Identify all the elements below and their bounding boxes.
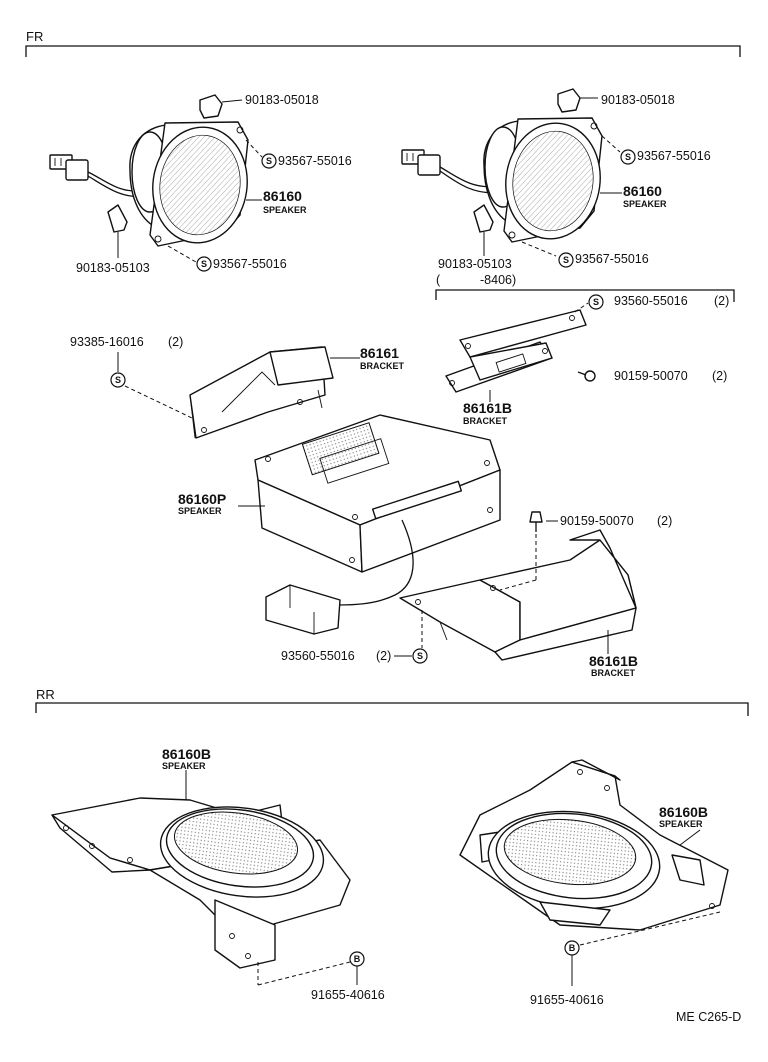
fr-right-speaker-drawing bbox=[401, 88, 603, 243]
date-note: -8406) bbox=[480, 273, 516, 287]
bracket-86161-screw-qty: (2) bbox=[168, 335, 183, 349]
box-speaker-part-number: 86160P bbox=[178, 491, 226, 507]
fr-left-speaker-drawing bbox=[49, 94, 249, 247]
svg-text:S: S bbox=[417, 651, 423, 661]
screw-symbol: S bbox=[588, 294, 604, 310]
fr-left-clip-top-part-number: 90183-05018 bbox=[245, 93, 319, 107]
fr-left-screw-upper-part-number: 93567-55016 bbox=[278, 154, 352, 168]
bracket-86161b-upper-bolt-part-number: 90159-50070 bbox=[614, 369, 688, 383]
rr-left-speaker-label: SPEAKER bbox=[162, 761, 206, 771]
date-note-bracket bbox=[435, 289, 735, 302]
bracket-86161b-lower-screw-part-number: 93560-55016 bbox=[281, 649, 355, 663]
screw-symbol: S bbox=[261, 153, 277, 169]
rr-left-speaker-drawing bbox=[51, 797, 351, 969]
bracket-86161b-upper-screw-part-number: 93560-55016 bbox=[614, 294, 688, 308]
rr-right-speaker-drawing bbox=[459, 759, 729, 931]
section-bracket-rr bbox=[35, 702, 749, 716]
screw-symbol: S bbox=[196, 256, 212, 272]
screw-symbol: S bbox=[110, 372, 126, 388]
box-speaker-86160p-drawing bbox=[254, 414, 501, 635]
section-label-rr: RR bbox=[36, 687, 55, 702]
section-bracket-fr bbox=[25, 45, 741, 57]
bracket-86161-part-number: 86161 bbox=[360, 345, 399, 361]
fr-left-speaker-label: SPEAKER bbox=[263, 205, 307, 215]
svg-text:S: S bbox=[115, 375, 121, 385]
rr-right-speaker-label: SPEAKER bbox=[659, 819, 703, 829]
rr-right-bolt-part-number: 91655-40616 bbox=[530, 993, 604, 1007]
fr-right-screw-upper-part-number: 93567-55016 bbox=[637, 149, 711, 163]
rr-left-speaker-part-number: 86160B bbox=[162, 746, 211, 762]
rr-right-speaker-part-number: 86160B bbox=[659, 804, 708, 820]
fr-right-speaker-label: SPEAKER bbox=[623, 199, 667, 209]
bracket-86161b-lower-label: BRACKET bbox=[591, 668, 636, 678]
fr-right-clip-bottom-part-number: 90183-05103 bbox=[438, 257, 512, 271]
figure-code: ME C265-D bbox=[676, 1010, 741, 1024]
bolt-symbol: B bbox=[564, 940, 580, 956]
bracket-86161b-upper-part-number: 86161B bbox=[463, 400, 512, 416]
fr-left-speaker-part-number: 86160 bbox=[263, 188, 302, 204]
fr-right-clip-top-part-number: 90183-05018 bbox=[601, 93, 675, 107]
box-speaker-label: SPEAKER bbox=[178, 506, 222, 516]
svg-text:B: B bbox=[569, 943, 576, 953]
screw-symbol: S bbox=[620, 149, 636, 165]
fr-right-speaker-part-number: 86160 bbox=[623, 183, 662, 199]
bracket-86161b-lower-screw-qty: (2) bbox=[376, 649, 391, 663]
bracket-86161b-upper-drawing bbox=[445, 309, 596, 393]
bracket-86161b-upper-label: BRACKET bbox=[463, 416, 508, 426]
bracket-86161b-upper-screw-qty: (2) bbox=[714, 294, 729, 308]
bracket-86161b-lower-bolt-part-number: 90159-50070 bbox=[560, 514, 634, 528]
svg-text:S: S bbox=[563, 255, 569, 265]
bracket-86161-label: BRACKET bbox=[360, 361, 405, 371]
bracket-86161b-lower-bolt-qty: (2) bbox=[657, 514, 672, 528]
screw-symbol: S bbox=[412, 648, 428, 664]
bracket-86161-screw-part-number: 93385-16016 bbox=[70, 335, 144, 349]
svg-text:S: S bbox=[266, 156, 272, 166]
fr-right-screw-lower-part-number: 93567-55016 bbox=[575, 252, 649, 266]
bracket-86161-drawing bbox=[189, 346, 334, 439]
svg-text:B: B bbox=[354, 954, 361, 964]
bracket-86161b-lower-part-number: 86161B bbox=[589, 653, 638, 669]
section-label-fr: FR bbox=[26, 29, 43, 44]
svg-text:S: S bbox=[201, 259, 207, 269]
bracket-86161b-upper-bolt-qty: (2) bbox=[712, 369, 727, 383]
fr-left-clip-bottom-part-number: 90183-05103 bbox=[76, 261, 150, 275]
bolt-symbol: B bbox=[349, 951, 365, 967]
fr-left-screw-lower-part-number: 93567-55016 bbox=[213, 257, 287, 271]
date-note-open: ( bbox=[436, 273, 441, 287]
svg-text:S: S bbox=[625, 152, 631, 162]
bracket-86161b-lower-drawing bbox=[399, 511, 637, 661]
screw-symbol: S bbox=[558, 252, 574, 268]
rr-left-bolt-part-number: 91655-40616 bbox=[311, 988, 385, 1002]
svg-text:S: S bbox=[593, 297, 599, 307]
